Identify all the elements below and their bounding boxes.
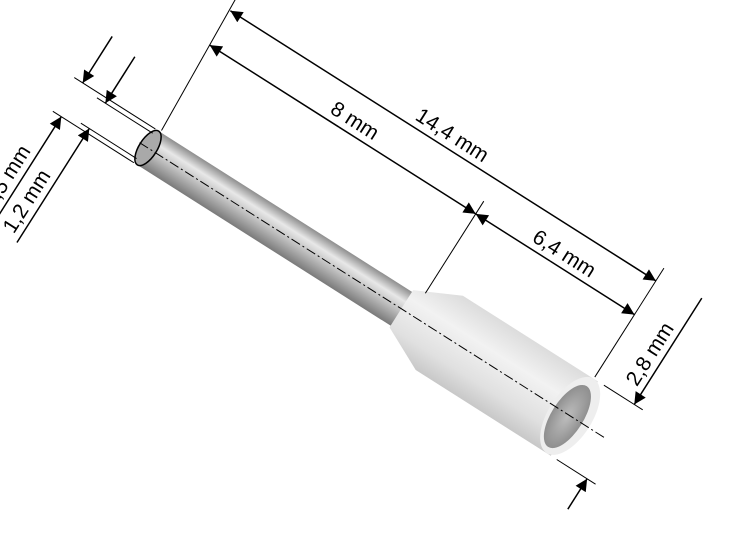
dim-line-sleeve [475, 213, 551, 262]
insulating-sleeve [389, 290, 598, 456]
dim-line-total [229, 10, 446, 148]
diameter-dimension-lines [0, 36, 136, 243]
sleeve-bore [543, 384, 591, 449]
length-dimension-lines [209, 10, 657, 316]
dim-line-outer-diameter [82, 36, 113, 84]
part-and-length-dimensions: 14,4 mm 8 mm 6,4 mm [134, 0, 665, 456]
center-line [139, 142, 605, 438]
length-extension-lines [161, 0, 665, 378]
dim-line-tube [209, 44, 340, 128]
label-total-length: 14,4 mm [411, 104, 492, 167]
dim-line-sleeve-diameter [633, 297, 703, 405]
sleeve-dimension-lines [567, 297, 703, 510]
diameter-extension-lines [52, 77, 156, 164]
dim-line-inner-diameter [104, 56, 136, 104]
sleeve-extension-lines [556, 384, 643, 485]
